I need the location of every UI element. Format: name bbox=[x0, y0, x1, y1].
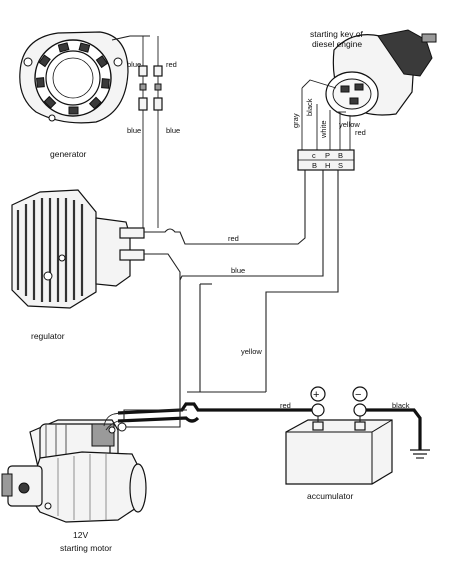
wire-label-yellow-mid: yellow bbox=[241, 347, 262, 356]
accumulator-label: accumulator bbox=[307, 491, 353, 501]
terminal-mark-col2: H bbox=[325, 161, 330, 170]
starting-key-drawing bbox=[325, 29, 437, 117]
starting-key-label-line2: diesel engine bbox=[312, 39, 362, 49]
wire-label-red-regulator: red bbox=[228, 234, 239, 243]
wire-label-red-key: red bbox=[355, 128, 366, 137]
wire-label-blue-mid: blue bbox=[231, 266, 245, 275]
connector-blue-lower-right bbox=[153, 97, 163, 111]
ground-symbol bbox=[410, 449, 430, 459]
wire-label-white-key: white bbox=[319, 120, 328, 139]
wire-label-yellow-key: yellow bbox=[339, 120, 360, 129]
starting-key-label-line1: starting key of bbox=[310, 29, 364, 39]
positive-terminal-ring bbox=[311, 403, 325, 417]
regulator-label: regulator bbox=[31, 331, 65, 341]
terminal-mark-col3: S bbox=[338, 161, 343, 170]
connector-blue-lower-left bbox=[138, 97, 148, 111]
negative-terminal-ring bbox=[353, 403, 367, 417]
terminal-mark-row1-2: P bbox=[325, 151, 330, 160]
terminal-mark-row1-1: c bbox=[312, 151, 316, 160]
generator-label: generator bbox=[50, 149, 87, 159]
wire-label-black-battery: black bbox=[392, 401, 410, 410]
wire-label-red-top: red bbox=[166, 60, 177, 69]
accumulator-drawing bbox=[285, 416, 393, 485]
terminal-mark-row1-3: B bbox=[338, 151, 343, 160]
terminal-mark-col1: B bbox=[312, 161, 317, 170]
starting-motor-label: starting motor bbox=[60, 543, 112, 553]
wire-label-blue-top: blue bbox=[127, 60, 141, 69]
starting-motor-voltage: 12V bbox=[73, 530, 88, 540]
generator-drawing bbox=[19, 31, 150, 124]
plus-sign: + bbox=[313, 389, 319, 401]
wire-label-blue-lower-left: blue bbox=[127, 126, 141, 135]
regulator-drawing bbox=[11, 189, 145, 309]
wire-label-red-battery: red bbox=[280, 401, 291, 410]
wire-label-gray-key: gray bbox=[291, 113, 300, 128]
connector-red-top bbox=[153, 65, 163, 77]
wire-label-blue-lower-right: blue bbox=[166, 126, 180, 135]
minus-sign: − bbox=[355, 389, 361, 401]
starting-motor-drawing bbox=[1, 419, 147, 523]
wire-label-black-key: black bbox=[305, 98, 314, 116]
